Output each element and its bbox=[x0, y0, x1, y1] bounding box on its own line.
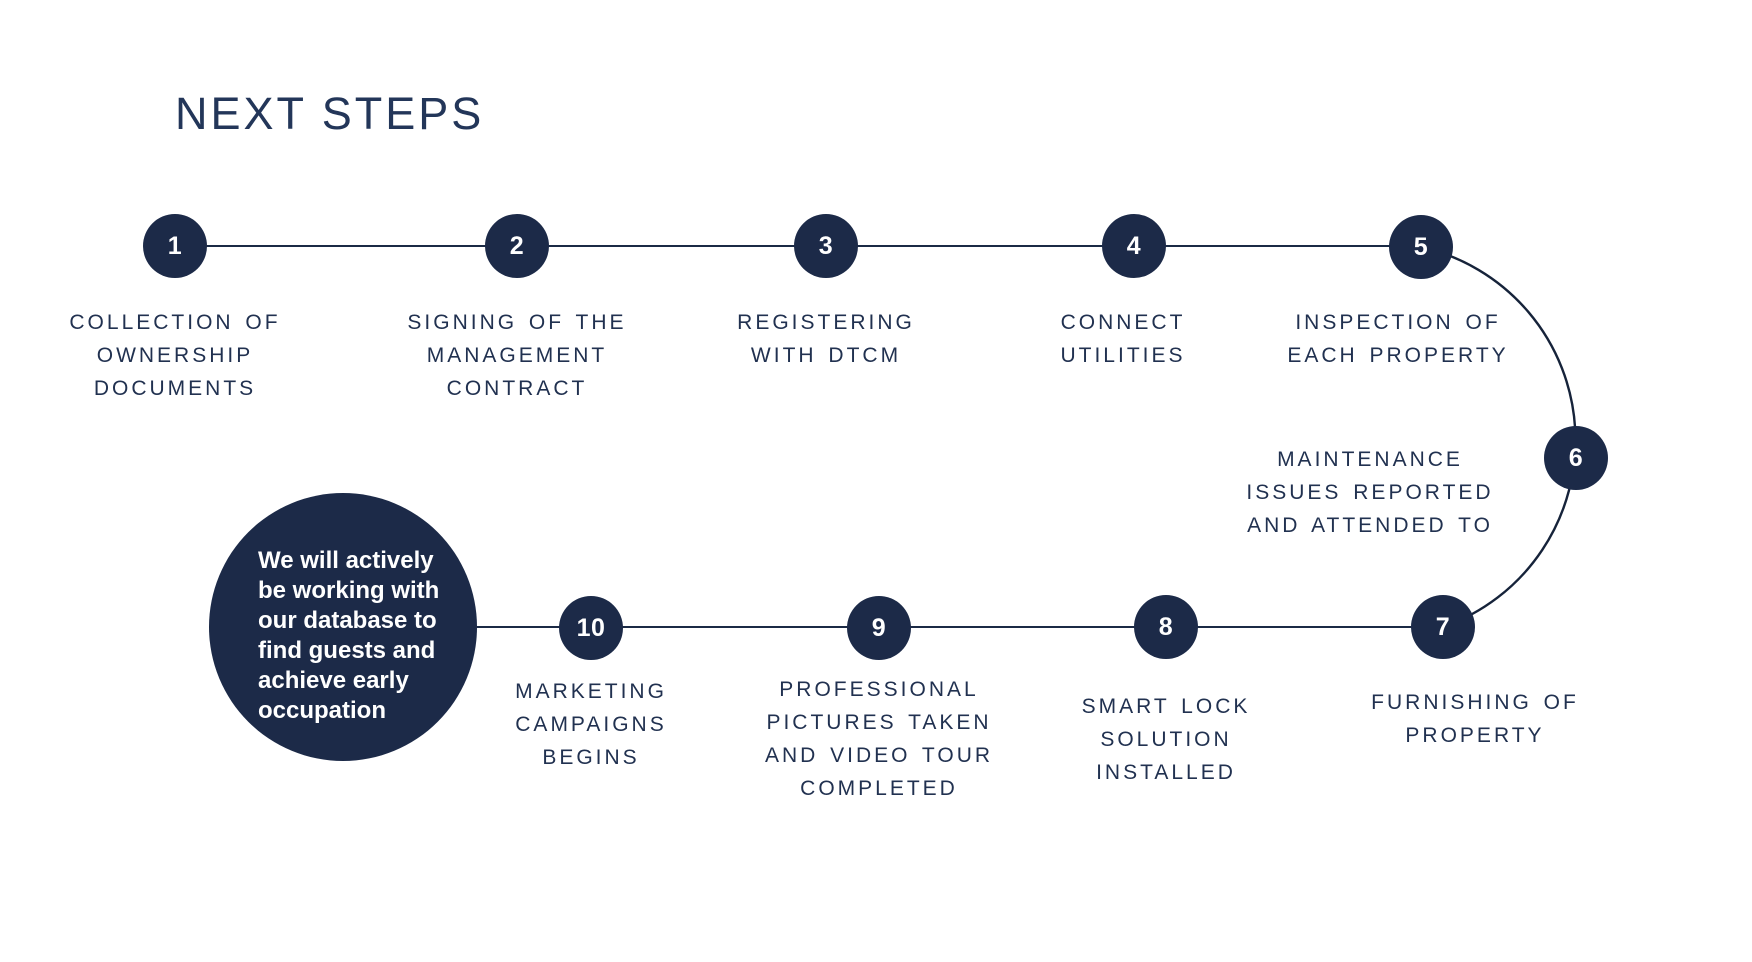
step-circle-7: 7 bbox=[1411, 595, 1475, 659]
page-title: NEXT STEPS bbox=[175, 88, 485, 139]
step-number: 7 bbox=[1435, 612, 1451, 641]
step-circle-6: 6 bbox=[1544, 426, 1608, 490]
step-circle-8: 8 bbox=[1134, 595, 1198, 659]
step-number: 6 bbox=[1568, 443, 1584, 472]
step-number: 8 bbox=[1158, 612, 1174, 641]
step-label-8: SMART LOCK SOLUTION INSTALLED bbox=[1081, 695, 1251, 784]
callout-text: We will actively be working with our dat… bbox=[258, 547, 440, 724]
step-label-9: PROFESSIONAL PICTURES TAKEN AND VIDEO TO… bbox=[764, 678, 994, 800]
step-circle-5: 5 bbox=[1389, 215, 1453, 279]
step-circle-1: 1 bbox=[143, 214, 207, 278]
callout-circle bbox=[209, 493, 477, 761]
step-label-6: MAINTENANCE ISSUES REPORTED AND ATTENDED… bbox=[1246, 448, 1494, 537]
step-circle-2: 2 bbox=[485, 214, 549, 278]
step-label-1: COLLECTION OF OWNERSHIP DOCUMENTS bbox=[69, 311, 281, 400]
step-circle-4: 4 bbox=[1102, 214, 1166, 278]
step-number: 10 bbox=[576, 613, 606, 642]
step-circle-10: 10 bbox=[559, 596, 623, 660]
step-circle-3: 3 bbox=[794, 214, 858, 278]
step-label-5: INSPECTION OF EACH PROPERTY bbox=[1287, 311, 1509, 367]
step-number: 3 bbox=[818, 231, 834, 260]
step-label-4: CONNECT UTILITIES bbox=[1060, 311, 1186, 367]
step-number: 5 bbox=[1413, 232, 1429, 261]
step-label-10: MARKETING CAMPAIGNS BEGINS bbox=[515, 680, 667, 769]
step-number: 2 bbox=[509, 231, 525, 260]
step-label-7: FURNISHING OF PROPERTY bbox=[1371, 691, 1579, 747]
step-circle-9: 9 bbox=[847, 596, 911, 660]
step-label-3: REGISTERING WITH DTCM bbox=[737, 311, 915, 367]
step-number: 4 bbox=[1126, 231, 1142, 260]
step-label-2: SIGNING OF THE MANAGEMENT CONTRACT bbox=[407, 311, 627, 400]
step-number: 1 bbox=[167, 231, 183, 260]
step-number: 9 bbox=[871, 613, 887, 642]
